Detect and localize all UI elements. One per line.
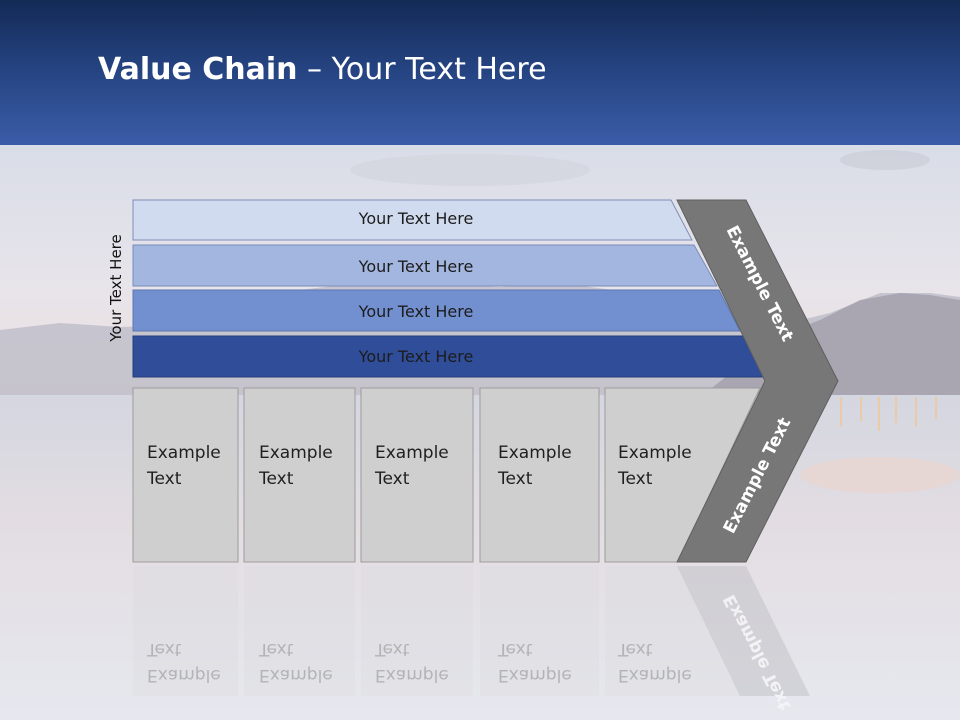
reflection-box-5 [605,566,740,696]
reflect-box-3-line1: Example [375,665,449,685]
activity-boxes: Example Text Example Text Example Text E… [132,387,761,563]
activity-box-2-line2: Text [258,469,294,489]
activity-box-3 [360,387,474,563]
reflect-box-4-line2: Text [497,639,533,659]
side-label: Your Text Here [107,234,125,342]
activity-box-3-line2: Text [374,469,410,489]
activity-box-3-line1: Example [375,443,449,463]
band-3-shape [132,289,741,332]
reflection: Example Text Example Text Example Text E… [133,566,810,713]
header-bar [0,0,960,145]
activity-box-4 [479,387,600,563]
activity-box-5-line1: Example [618,443,692,463]
activity-box-4-line2: Text [497,469,533,489]
reflection-box-2 [244,566,355,696]
activity-box-2 [243,387,356,563]
reflect-box-1-line2: Text [146,639,182,659]
slide-title-bold: Value Chain [98,52,298,87]
slide-title-rest: – Your Text Here [297,52,547,87]
band-2-label: Your Text Here [358,257,474,276]
activity-box-1-line1: Example [147,443,221,463]
band-1-label: Your Text Here [358,209,474,228]
reflection-box-3 [361,566,473,696]
chevron-arrow [676,199,839,563]
band-4-label: Your Text Here [358,347,474,366]
band-1-shape [132,199,693,241]
reflect-box-4-line1: Example [498,665,572,685]
activity-box-1-line2: Text [146,469,182,489]
reflect-box-5-line1: Example [618,665,692,685]
reflect-box-5-line2: Text [617,639,653,659]
reflect-box-2-line2: Text [258,639,294,659]
activity-box-4-line1: Example [498,443,572,463]
reflection-chevron [677,566,810,696]
slide-title: Value Chain – Your Text Here [98,52,547,87]
activity-box-1 [132,387,239,563]
reflect-box-1-line1: Example [147,665,221,685]
activity-box-2-line1: Example [259,443,333,463]
reflection-box-1 [133,566,238,696]
band-2-shape [132,244,718,287]
reflect-box-2-line1: Example [259,665,333,685]
band-3-label: Your Text Here [358,302,474,321]
reflect-box-3-line2: Text [374,639,410,659]
activity-box-5-line2: Text [617,469,653,489]
reflection-box-4 [480,566,599,696]
bands: Your Text Here Your Text Here Your Text … [132,199,765,378]
